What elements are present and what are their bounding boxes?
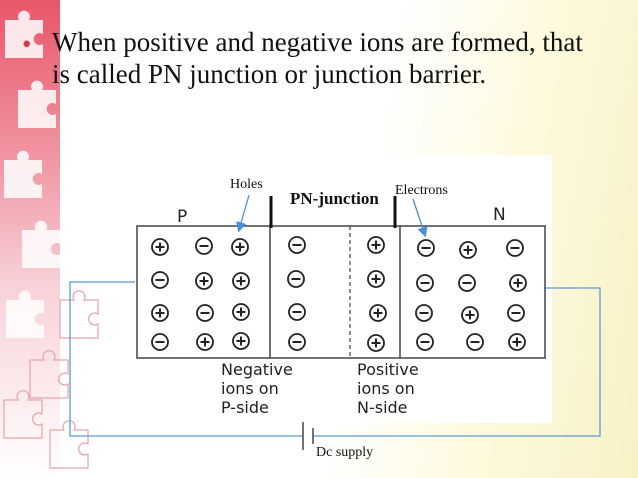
slide-text-line-1: When positive and negative ions are form… (52, 27, 583, 57)
semiconductor-block (136, 225, 546, 359)
positive-charge-symbol (232, 303, 250, 321)
positive-charge-symbol (508, 333, 526, 351)
positive-charge-symbol (367, 270, 385, 288)
negative-charge-symbol (415, 304, 433, 322)
positive-charge-symbol (367, 334, 385, 352)
bullet: • (22, 29, 32, 59)
negative-charge-symbol (288, 236, 306, 254)
positive-charge-symbol (367, 236, 385, 254)
positive-ions-line-2: ions on (357, 379, 415, 398)
positive-charge-symbol (151, 238, 169, 256)
charge-symbols (151, 236, 527, 352)
positive-charge-symbol (232, 332, 250, 350)
negative-charge-symbol (196, 304, 214, 322)
negative-charge-symbol (151, 333, 169, 351)
positive-charge-symbol (231, 238, 249, 256)
positive-charge-symbol (195, 272, 213, 290)
negative-charge-symbol (458, 274, 476, 292)
circuit-wire (69, 281, 601, 437)
dc-supply-label: Dc supply (316, 445, 373, 460)
electrons-label: Electrons (395, 183, 448, 198)
negative-charge-symbol (288, 303, 306, 321)
positive-charge-symbol (459, 241, 477, 259)
positive-ions-line-3: N-side (357, 398, 408, 417)
negative-ions-line-1: Negative (221, 360, 293, 379)
positive-ions-line-1: Positive (357, 360, 419, 379)
negative-charge-symbol (288, 333, 306, 351)
positive-charge-symbol (151, 304, 169, 322)
negative-charge-symbol (416, 274, 434, 292)
holes-arrow (236, 194, 250, 233)
negative-charge-symbol (416, 333, 434, 351)
negative-charge-symbol (507, 304, 525, 322)
p-label: P (177, 207, 187, 227)
positive-charge-symbol (461, 306, 479, 324)
battery-symbol (302, 422, 314, 450)
negative-charge-symbol (287, 270, 305, 288)
negative-ions-line-2: ions on (221, 379, 279, 398)
electrons-arrow (412, 198, 428, 238)
negative-charge-symbol (466, 333, 484, 351)
slide-text-line-2: is called PN junction or junction barrie… (52, 59, 487, 89)
positive-charge-symbol (232, 272, 250, 290)
slide-text: When positive and negative ions are form… (52, 26, 624, 90)
negative-charge-symbol (506, 239, 524, 257)
diagram-title: PN-junction (290, 189, 379, 208)
negative-ions-line-3: P-side (221, 398, 269, 417)
positive-charge-symbol (369, 304, 387, 322)
n-label: N (493, 205, 506, 225)
holes-label: Holes (230, 177, 263, 192)
negative-charge-symbol (151, 271, 169, 289)
positive-charge-symbol (509, 274, 527, 292)
positive-charge-symbol (196, 333, 214, 351)
negative-charge-symbol (417, 239, 435, 257)
puzzle-decoration (0, 0, 99, 478)
negative-charge-symbol (195, 237, 213, 255)
